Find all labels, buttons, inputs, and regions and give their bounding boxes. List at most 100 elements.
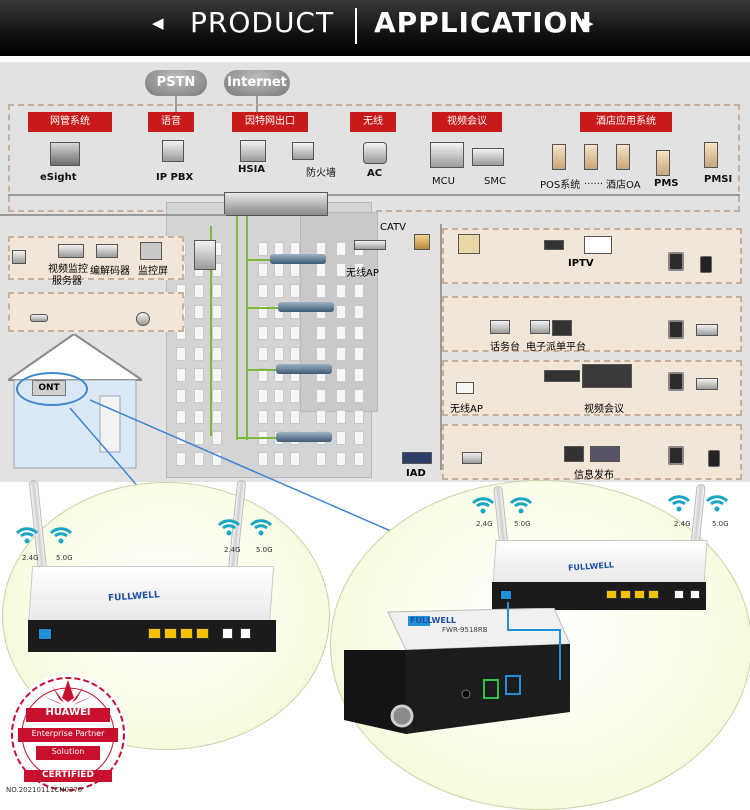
core-switch-icon [224, 192, 328, 216]
building-window [354, 452, 364, 466]
building-window [336, 305, 346, 319]
wifi-icon-24g-left-2 [217, 519, 241, 536]
building-window [258, 368, 268, 382]
ont-highlight-ring [16, 372, 88, 406]
onu-converter-device [344, 608, 570, 734]
building-window [212, 263, 222, 277]
iad-phone-icon [462, 452, 482, 464]
oa-server-icon [616, 144, 630, 170]
catv-splitter-icon [414, 234, 430, 250]
dispatch-pc-icon [552, 320, 572, 336]
fiber-floor-1 [246, 259, 270, 261]
band-label-24-right: 2.4G [476, 520, 493, 528]
banner-word-application: APPLICATION [374, 6, 593, 39]
building-window [258, 284, 268, 298]
band-label-50-right: 5.0G [514, 520, 531, 528]
category-wireless: 无线 [350, 112, 396, 132]
building-window [316, 284, 326, 298]
pos-server-icon [552, 144, 566, 170]
tablet-icon-2 [668, 320, 684, 339]
phone-icon-2 [708, 450, 720, 467]
stb-icon [544, 240, 564, 250]
label-wireless-ap-2: 无线AP [450, 404, 483, 415]
building-window [354, 305, 364, 319]
pmsi-server-icon [704, 142, 718, 168]
house-icon [8, 334, 142, 469]
right-router-lan4 [648, 590, 659, 599]
monitor-screen-icon [140, 242, 162, 260]
left-router-lan4 [196, 628, 209, 639]
label-wireless-ap: 无线AP [346, 268, 379, 279]
encoder-icon [96, 244, 118, 258]
label-pmsi: PMSI [704, 174, 733, 185]
building-window [258, 410, 268, 424]
onu-model: FWR-9518RB [442, 626, 488, 634]
label-firewall: 防火墙 [306, 168, 336, 179]
banner-word-product: PRODUCT [190, 6, 335, 39]
smc-icon [472, 148, 504, 166]
category-voice: 语音 [148, 112, 194, 132]
label-ippbx: IP PBX [156, 172, 194, 183]
building-window [336, 263, 346, 277]
tv-icon [584, 236, 612, 254]
phone-icon-1 [700, 256, 712, 273]
band-label-50-right-2: 5.0G [712, 520, 729, 528]
building-window [290, 326, 300, 340]
label-phone-desk: 话务台 [490, 342, 520, 353]
building-window [212, 389, 222, 403]
wifi-icon-50g-left-2 [249, 519, 273, 536]
onu-brand: FULLWELL [410, 616, 457, 625]
building-window [336, 284, 346, 298]
building-window [274, 389, 284, 403]
building-window [336, 242, 346, 256]
building-window [258, 452, 268, 466]
right-arrow-icon: ▶ [582, 14, 594, 32]
building-window [258, 326, 268, 340]
label-smc: SMC [484, 176, 506, 187]
building-window [258, 347, 268, 361]
laptop-icon-2 [696, 378, 718, 390]
ippbx-icon [162, 140, 184, 162]
building-window [194, 389, 204, 403]
building-window [194, 326, 204, 340]
building-window [274, 284, 284, 298]
label-iad: IAD [406, 468, 426, 479]
floor-switch-3 [276, 364, 332, 374]
label-ac: AC [367, 168, 383, 179]
building-window [212, 431, 222, 445]
laptop-icon-1 [696, 324, 718, 336]
building-window [274, 326, 284, 340]
core-bus-line [8, 194, 740, 196]
label-video-monitor: 视频监控 [48, 264, 88, 275]
building-window [194, 284, 204, 298]
building-window [316, 347, 326, 361]
fiber-line-3 [210, 226, 212, 436]
building-window [176, 410, 186, 424]
tablet-icon-1 [668, 252, 684, 271]
category-video-conf: 视频会议 [432, 112, 502, 132]
left-router-pon-port [38, 628, 52, 640]
info-screen-icon [590, 446, 620, 462]
fiber-floor-2 [246, 307, 278, 309]
fiber-floor-4 [236, 437, 276, 439]
building-window [290, 452, 300, 466]
building-window [336, 347, 346, 361]
building-window [290, 284, 300, 298]
printer-icon [530, 320, 550, 334]
building-window [316, 410, 326, 424]
building-window [212, 452, 222, 466]
building-window [354, 263, 364, 277]
building-window [258, 305, 268, 319]
building-window [290, 410, 300, 424]
label-monitor-screen: 监控屏 [138, 266, 168, 277]
wifi-icon-50g-left [49, 527, 73, 544]
label-encoder: 编解码器 [90, 266, 130, 277]
label-mcu: MCU [432, 176, 455, 187]
building-window [316, 326, 326, 340]
building-window [336, 410, 346, 424]
band-label-24-left: 2.4G [22, 554, 39, 562]
right-router-phone1 [674, 590, 684, 599]
dome-camera-icon [136, 312, 150, 326]
fiber-line-2 [246, 216, 248, 440]
building-window [290, 347, 300, 361]
